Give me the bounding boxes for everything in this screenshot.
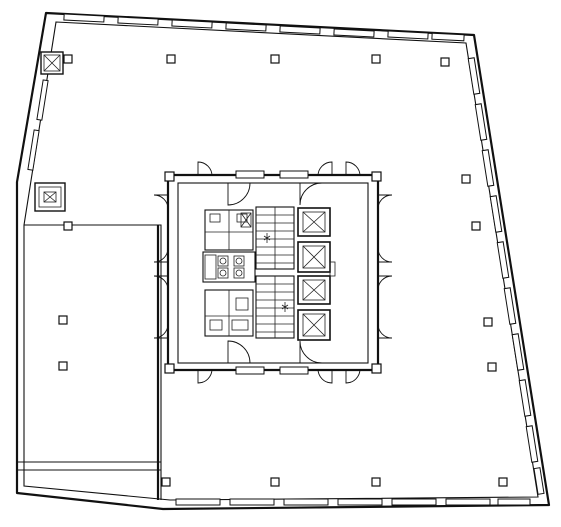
structural-columns [58, 54, 508, 487]
shaft-left [34, 182, 66, 212]
exterior-wall-inner [23, 21, 539, 501]
shaft-upper-left [40, 51, 64, 75]
top-windows [63, 13, 465, 42]
restroom-upper [204, 209, 254, 251]
restroom-middle [202, 251, 256, 283]
exterior-wall-outer [15, 11, 551, 511]
stair-upper [255, 206, 295, 270]
core-inner-wall [177, 182, 369, 364]
restroom-lower [204, 289, 254, 337]
central-core [153, 161, 393, 384]
elevator-shafts [297, 207, 336, 341]
core-doors [153, 161, 393, 384]
stair-lower [255, 275, 295, 339]
annex-partition [17, 224, 162, 500]
building-outline [15, 11, 551, 511]
bottom-windows [175, 498, 531, 506]
core-outer-wall [166, 173, 380, 372]
left-windows [27, 79, 49, 171]
right-windows [467, 57, 545, 495]
